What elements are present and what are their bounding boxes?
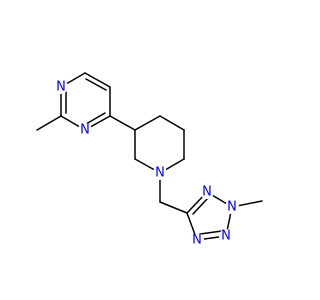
atom-tetrazole-n1: N xyxy=(190,233,204,248)
atom-pyrimidine-n-top: N xyxy=(54,80,68,95)
bond-c6-c5-inner xyxy=(85,78,107,91)
bond-pip-c3-c4 xyxy=(134,115,161,131)
atom-label: N xyxy=(221,229,231,244)
structure-canvas: N N N N N N N xyxy=(36,72,263,248)
atom-tetrazole-n2: N xyxy=(219,229,233,244)
bond-ch2-tetrazole xyxy=(159,201,188,214)
molecule-drawing: N N N N N N N xyxy=(36,72,263,248)
atoms: N N N N N N N xyxy=(54,80,239,248)
atom-label: N xyxy=(192,233,202,248)
atom-label: N xyxy=(56,80,66,95)
atom-label: N xyxy=(227,200,237,215)
bond-pip-c4-c5 xyxy=(159,115,185,131)
bonds xyxy=(36,72,263,241)
atom-tetrazole-n4: N xyxy=(200,185,214,200)
atom-label: N xyxy=(202,185,212,200)
bond-n2-n1-inner xyxy=(199,230,223,235)
atom-label: N xyxy=(80,123,90,138)
atom-piperidine-n: N xyxy=(153,166,167,181)
bond-c4-n-bottom-inner xyxy=(85,112,106,125)
atom-tetrazole-n3: N xyxy=(225,200,239,215)
bond-c5-n4-inner xyxy=(192,197,209,215)
atom-label: N xyxy=(155,166,165,181)
atom-pyrimidine-n-bottom: N xyxy=(78,123,92,138)
bond-methyl-c2 xyxy=(36,115,62,131)
bond-c6-c5 xyxy=(84,72,111,88)
bond-pyrimidine-piperidine xyxy=(109,115,136,131)
